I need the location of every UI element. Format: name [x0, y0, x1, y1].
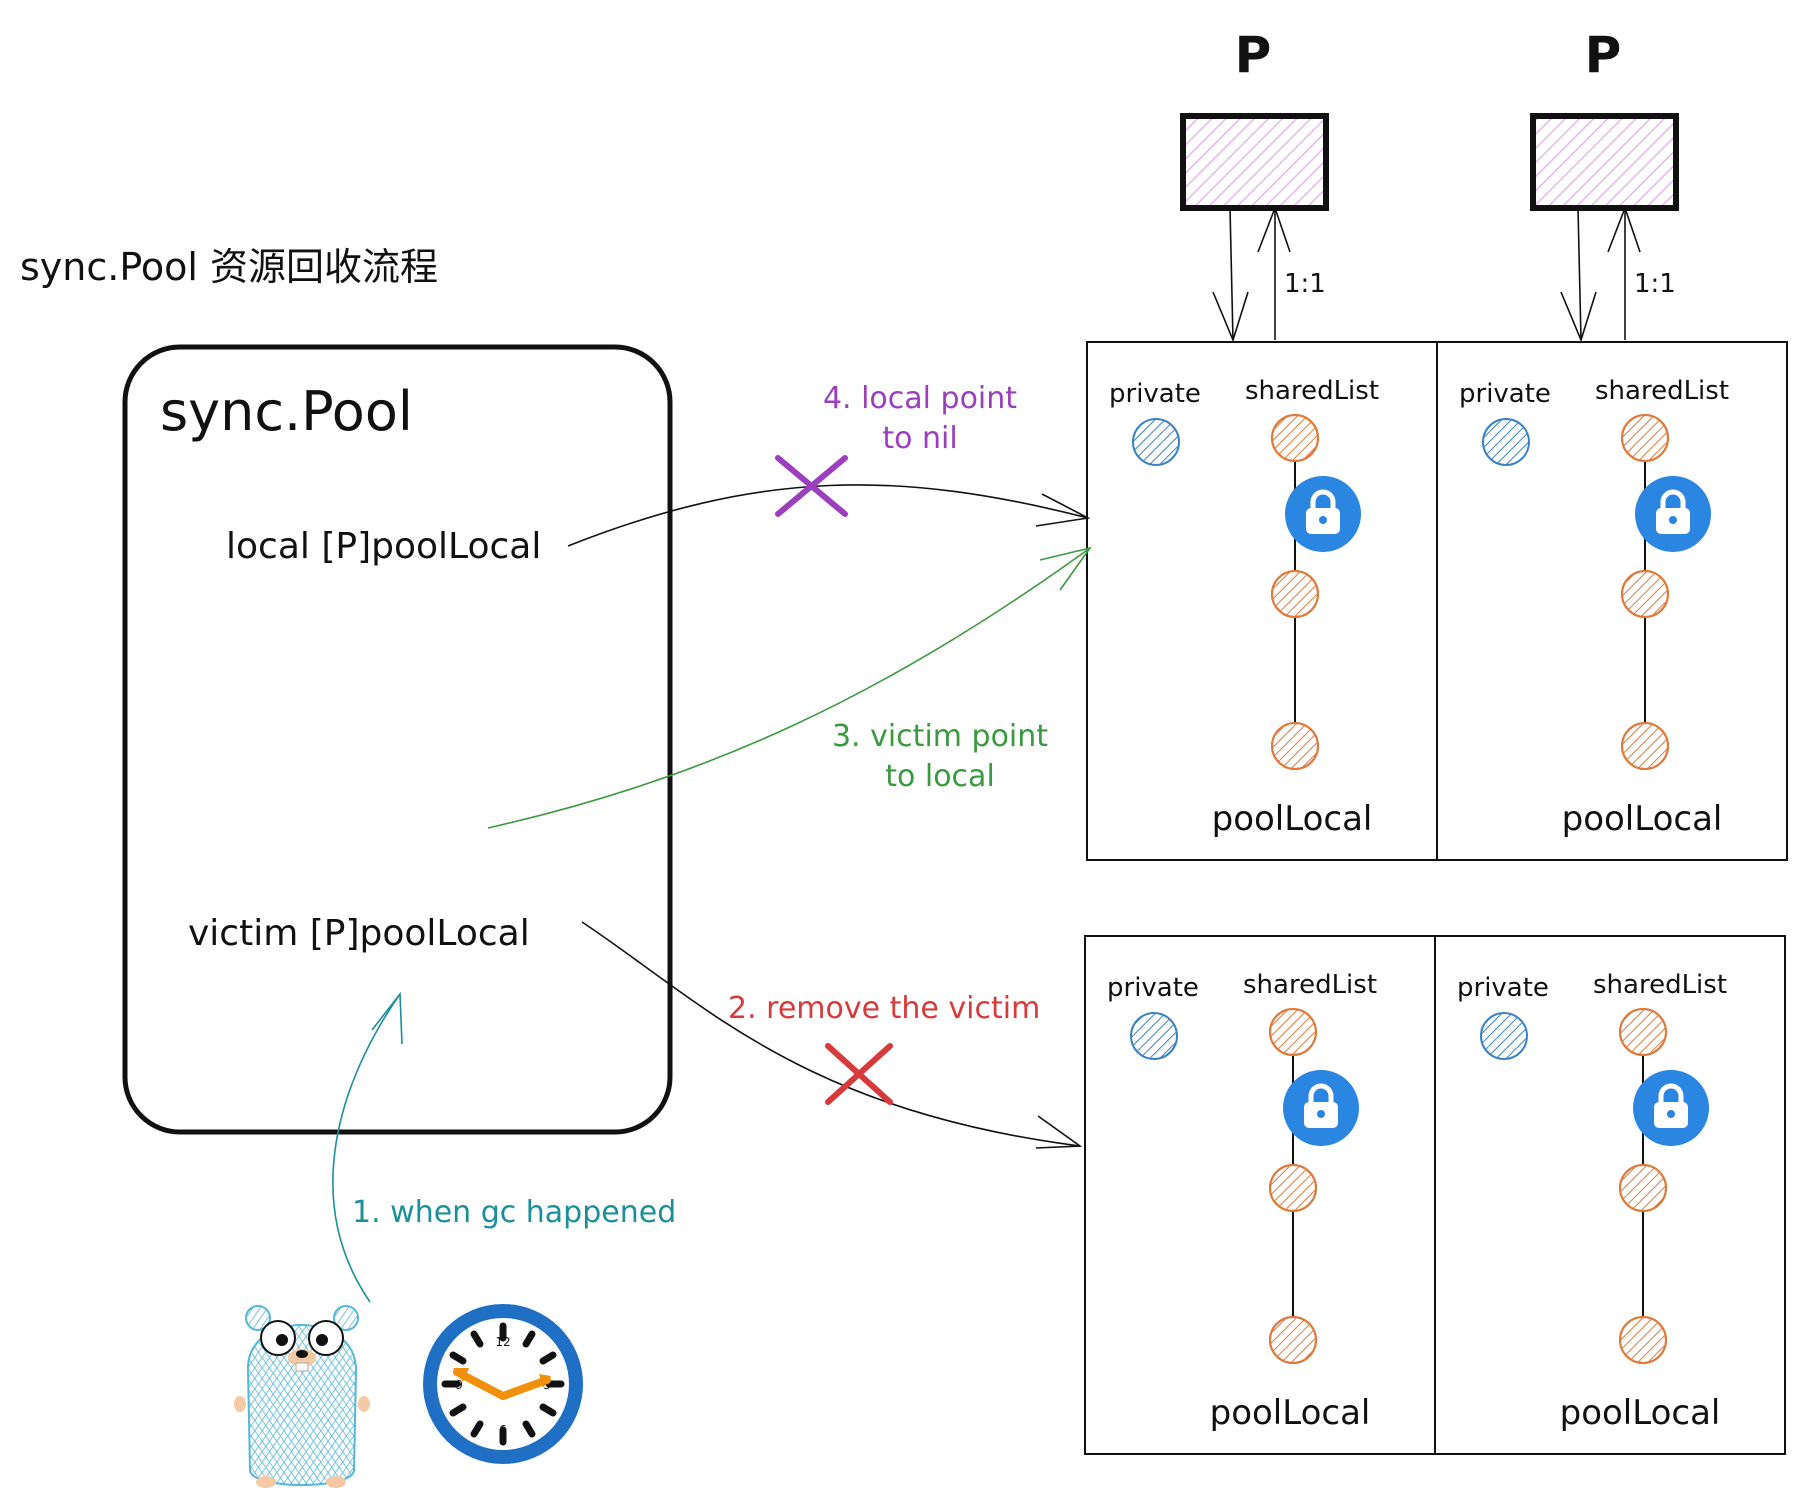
arrowhead — [1035, 493, 1091, 527]
shared-node — [1269, 1316, 1317, 1364]
shared-list-label: sharedList — [1593, 970, 1727, 1000]
clock-numeral: 9 — [455, 1378, 463, 1392]
step-1-label: 1. when gc happened — [352, 1195, 676, 1230]
pool-local-label: poolLocal — [1212, 799, 1373, 839]
up-arrowhead — [1257, 205, 1291, 253]
shared-node — [1269, 1164, 1317, 1212]
processor-box — [1180, 113, 1329, 211]
processor-label: P — [1585, 26, 1622, 84]
processor-box — [1530, 113, 1679, 211]
gopher-icon — [234, 1305, 370, 1488]
ratio-label: 1:1 — [1284, 269, 1326, 299]
private-label: private — [1109, 379, 1201, 409]
clock-numeral: 3 — [543, 1378, 551, 1392]
private-label: private — [1107, 973, 1199, 1003]
pool-local-label: poolLocal — [1560, 1393, 1721, 1433]
step-4-label-line1: 4. local point — [823, 381, 1017, 416]
arrowhead — [371, 991, 403, 1045]
step-2-arrow — [581, 921, 1083, 1149]
x-mark-purple — [775, 455, 848, 517]
arrowhead — [1039, 546, 1092, 591]
pool-local-panel: private sharedList poolLocal — [1459, 376, 1729, 839]
shared-list-label: sharedList — [1245, 376, 1379, 406]
step-3-label-line1: 3. victim point — [832, 719, 1048, 754]
pool-local-panel: private sharedList poolLocal — [1457, 970, 1727, 1433]
shared-node — [1621, 414, 1669, 462]
clock-icon: 12 3 6 9 — [423, 1304, 583, 1464]
pool-local-label: poolLocal — [1210, 1393, 1371, 1433]
step-3-label-line2: to local — [885, 759, 995, 794]
lock-keyhole — [1317, 1110, 1325, 1118]
private-node — [1132, 418, 1180, 466]
lock-icon — [1285, 476, 1361, 552]
pool-box-title: sync.Pool — [160, 380, 413, 443]
clock-numeral: 12 — [495, 1335, 510, 1349]
processor-2: P 1:1 — [1530, 26, 1679, 343]
pool-local-group: private sharedList poolLocal private sharedL… — [1084, 935, 1786, 1455]
pool-local-label: poolLocal — [1562, 799, 1723, 839]
pool-box-outline — [122, 344, 673, 1135]
shared-node — [1271, 414, 1319, 462]
private-label: private — [1459, 379, 1551, 409]
private-node — [1482, 418, 1530, 466]
down-arrow-line — [1577, 207, 1582, 341]
lock-icon — [1633, 1070, 1709, 1146]
lock-shackle — [1310, 489, 1336, 510]
step-3-arrow — [487, 546, 1092, 829]
step-2-label: 2. remove the victim — [728, 991, 1040, 1026]
shared-node — [1619, 1164, 1667, 1212]
pool-local-group: private sharedList poolLocal private sharedL… — [1086, 341, 1788, 861]
step-4-arrow — [567, 455, 1091, 547]
down-arrow-line — [1229, 207, 1234, 341]
pool-local-groups: private sharedList poolLocal private sharedL… — [1084, 341, 1788, 1455]
up-arrowhead — [1607, 205, 1641, 253]
private-label: private — [1457, 973, 1549, 1003]
shared-node — [1619, 1316, 1667, 1364]
down-arrowhead — [1560, 291, 1597, 343]
diagram-title: sync.Pool 资源回收流程 — [20, 245, 438, 289]
shared-list-label: sharedList — [1595, 376, 1729, 406]
pool-local-panel: private sharedList poolLocal — [1107, 970, 1377, 1433]
step-4-label-line2: to nil — [882, 421, 957, 456]
shared-node — [1269, 1008, 1317, 1056]
sync-pool-box: sync.Pool local [P]poolLocal victim [P]p… — [122, 344, 673, 1135]
victim-to-pool-arrow — [581, 921, 1081, 1147]
lock-shackle — [1660, 489, 1686, 510]
step-1-arrow — [332, 991, 403, 1303]
arrowhead — [1035, 1115, 1083, 1149]
local-field: local [P]poolLocal — [226, 526, 541, 567]
private-node — [1480, 1012, 1528, 1060]
x-mark-red — [825, 1043, 893, 1105]
lock-shackle — [1658, 1083, 1684, 1104]
shared-node — [1271, 570, 1319, 618]
lock-icon — [1635, 476, 1711, 552]
private-node — [1130, 1012, 1178, 1060]
lock-keyhole — [1319, 516, 1327, 524]
shared-node — [1621, 570, 1669, 618]
pool-local-panel: private sharedList poolLocal — [1109, 376, 1379, 839]
shared-node — [1619, 1008, 1667, 1056]
lock-shackle — [1308, 1083, 1334, 1104]
clock-numeral: 6 — [499, 1423, 507, 1437]
processor-label: P — [1235, 26, 1272, 84]
shared-node — [1271, 722, 1319, 770]
local-to-pool-arrow — [567, 484, 1089, 547]
lock-icon — [1283, 1070, 1359, 1146]
processor-1: P 1:1 — [1180, 26, 1329, 343]
lock-keyhole — [1669, 516, 1677, 524]
shared-node — [1621, 722, 1669, 770]
gc-arrow — [332, 993, 401, 1303]
lock-keyhole — [1667, 1110, 1675, 1118]
ratio-label: 1:1 — [1634, 269, 1676, 299]
shared-list-label: sharedList — [1243, 970, 1377, 1000]
victim-to-local-arrow — [487, 547, 1091, 829]
down-arrowhead — [1212, 291, 1249, 343]
victim-field: victim [P]poolLocal — [188, 913, 530, 954]
